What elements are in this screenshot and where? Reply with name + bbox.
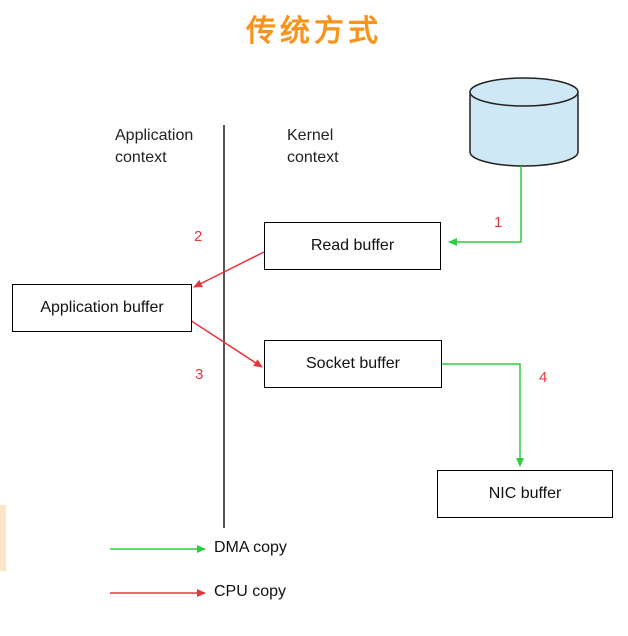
cpu-arrow-read-to-application — [193, 251, 265, 288]
cpu-arrow-application-to-socket — [189, 319, 263, 368]
nic-buffer-box: NIC buffer — [437, 470, 613, 518]
step-number-1: 1 — [494, 214, 503, 231]
step-number-3: 3 — [195, 366, 204, 383]
legend-dma-label: DMA copy — [214, 539, 287, 556]
kernel-context-line1: Kernel — [287, 127, 334, 144]
side-accent — [0, 505, 6, 571]
socket-buffer-box: Socket buffer — [264, 340, 442, 388]
step-number-4: 4 — [539, 369, 548, 386]
read-buffer-box: Read buffer — [264, 222, 441, 270]
application-context-line1: Application — [115, 127, 194, 144]
step-number-2: 2 — [194, 228, 203, 245]
dma-arrow-disk-to-read-buffer — [448, 166, 522, 246]
legend-cpu-label: CPU copy — [214, 583, 287, 600]
kernel-context-label: Kernel context — [287, 125, 339, 169]
disk-cylinder-icon — [469, 77, 579, 167]
application-buffer-box: Application buffer — [12, 284, 192, 332]
application-context-label: Application context — [115, 125, 193, 169]
dma-arrow-socket-to-nic — [442, 363, 524, 467]
kernel-context-line2: context — [287, 149, 339, 166]
diagram-title: 传统方式 — [246, 14, 382, 49]
application-context-line2: context — [115, 149, 167, 166]
